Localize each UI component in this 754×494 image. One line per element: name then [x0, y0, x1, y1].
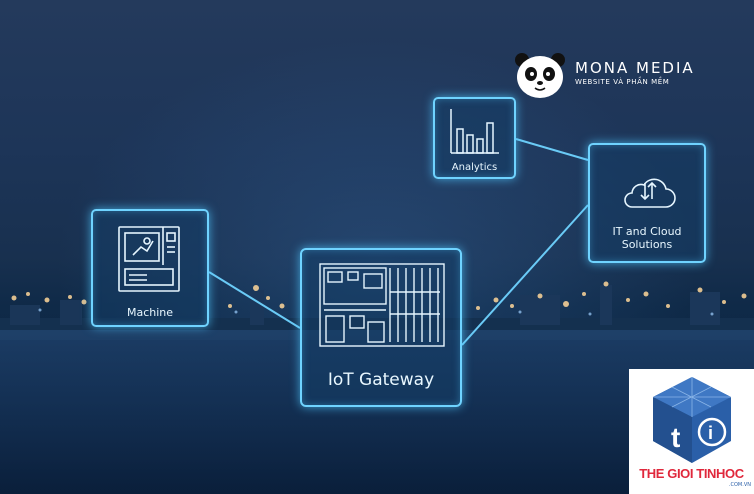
- mona-title: MONA MEDIA: [575, 59, 695, 77]
- machine-label: Machine: [93, 306, 207, 319]
- tgt-domain: .COM.VN: [629, 482, 751, 488]
- it-cloud-label: IT and Cloud Solutions: [590, 225, 704, 251]
- mona-subtitle: WEBSITE VÀ PHẦN MỀM: [575, 78, 669, 86]
- svg-text:i: i: [708, 423, 713, 443]
- cube-logo: t i: [649, 375, 735, 465]
- analytics-node: Analytics: [433, 97, 516, 179]
- panda-logo: [513, 50, 567, 100]
- gateway-board-icon: [318, 262, 446, 348]
- tgt-name: THE GIOI TINHOC: [629, 466, 754, 481]
- cloud-sync-icon: [620, 173, 676, 211]
- machine-node: Machine: [91, 209, 209, 327]
- iot-gateway-node: IoT Gateway: [300, 248, 462, 407]
- iot-gateway-label: IoT Gateway: [302, 370, 460, 390]
- it-cloud-node: IT and Cloud Solutions: [588, 143, 706, 263]
- machine-icon: [117, 225, 183, 295]
- svg-text:t: t: [671, 422, 680, 453]
- tgt-logo: t i THE GIOI TINHOC .COM.VN: [629, 369, 754, 494]
- bar-chart-icon: [449, 107, 501, 155]
- mona-media-logo: MONA MEDIA WEBSITE VÀ PHẦN MỀM: [513, 50, 713, 100]
- analytics-label: Analytics: [435, 161, 514, 174]
